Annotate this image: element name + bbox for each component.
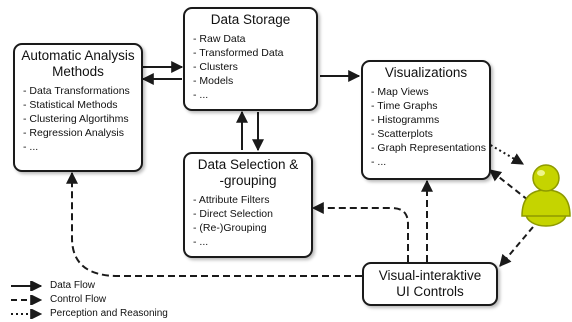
list-item: Raw Data xyxy=(193,32,316,46)
data-selection-box: Data Selection & -grouping Attribute Fil… xyxy=(183,152,313,258)
list-item: ... xyxy=(23,140,141,154)
control-arrow-user-to-controls xyxy=(499,226,534,267)
control-arrow-to-selection xyxy=(311,202,409,262)
list-item: (Re-)Grouping xyxy=(193,221,311,235)
list-item: Direct Selection xyxy=(193,207,311,221)
legend-label: Control Flow xyxy=(50,294,107,305)
control-arrow-to-analysis xyxy=(66,171,362,277)
list-item: Attribute Filters xyxy=(193,193,311,207)
legend-perception: Perception and Reasoning xyxy=(10,308,168,320)
data-storage-list: Raw Data Transformed Data Clusters Model… xyxy=(185,32,316,102)
data-selection-title: Data Selection & -grouping xyxy=(185,157,311,189)
ui-controls-title: Visual-interaktive UI Controls xyxy=(364,268,496,300)
visualizations-list: Map Views Time Graphs Histogramms Scatte… xyxy=(363,85,489,169)
data-storage-title: Data Storage xyxy=(210,12,291,27)
list-item: Clusters xyxy=(193,60,316,74)
selection-title-line1: Data Selection & xyxy=(197,157,299,172)
legend-label: Data Flow xyxy=(50,280,96,291)
list-item: Statistical Methods xyxy=(23,98,141,112)
list-item: Clustering Algortihms xyxy=(23,112,141,126)
list-item: Models xyxy=(193,74,316,88)
visualizations-box: Visualizations Map Views Time Graphs His… xyxy=(361,60,491,180)
ui-controls-box: Visual-interaktive UI Controls xyxy=(362,262,498,306)
list-item: ... xyxy=(193,88,316,102)
analysis-title-line1: Automatic Analysis xyxy=(21,48,135,63)
user-icon xyxy=(521,164,571,227)
list-item: Scatterplots xyxy=(371,127,489,141)
list-item: Graph Representations xyxy=(371,141,489,155)
list-item: Transformed Data xyxy=(193,46,316,60)
analysis-methods-list: Data Transformations Statistical Methods… xyxy=(15,84,141,154)
data-selection-list: Attribute Filters Direct Selection (Re-)… xyxy=(185,193,311,249)
dashed-arrow-icon xyxy=(11,295,43,305)
list-item: Map Views xyxy=(371,85,489,99)
list-item: Time Graphs xyxy=(371,99,489,113)
analysis-methods-title: Automatic Analysis Methods xyxy=(15,48,141,80)
data-storage-box: Data Storage Raw Data Transformed Data C… xyxy=(183,7,318,111)
list-item: Data Transformations xyxy=(23,84,141,98)
list-item: ... xyxy=(193,235,311,249)
controls-title-line1: Visual-interaktive xyxy=(378,268,482,283)
analysis-title-line2: Methods xyxy=(52,64,104,79)
dotted-arrow-icon xyxy=(11,309,43,319)
visualizations-title: Visualizations xyxy=(384,65,468,80)
controls-title-line2: UI Controls xyxy=(396,284,464,299)
legend-label: Perception and Reasoning xyxy=(50,308,168,319)
analysis-methods-box: Automatic Analysis Methods Data Transfor… xyxy=(13,43,143,172)
list-item: Histogramms xyxy=(371,113,489,127)
list-item: Regression Analysis xyxy=(23,126,141,140)
control-arrow-user-to-visualizations xyxy=(489,169,529,201)
legend-data-flow: Data Flow xyxy=(10,280,95,292)
solid-arrow-icon xyxy=(11,281,43,291)
selection-title-line2: -grouping xyxy=(219,173,277,188)
list-item: ... xyxy=(371,155,489,169)
legend-control-flow: Control Flow xyxy=(10,294,106,306)
